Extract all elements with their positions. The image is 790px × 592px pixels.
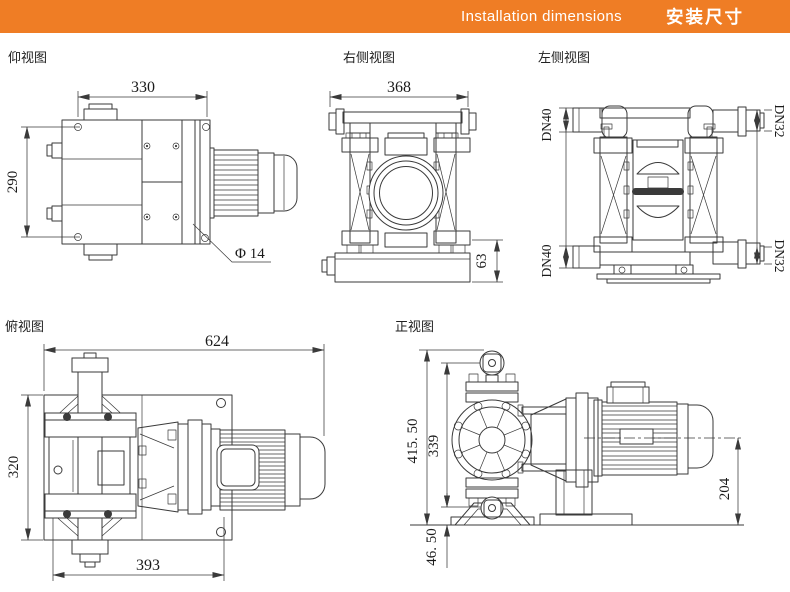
view-top-label: 俯视图 bbox=[5, 319, 44, 334]
view-right-side-label: 右侧视图 bbox=[343, 50, 395, 65]
header-title-en: Installation dimensions bbox=[461, 8, 622, 25]
dim-46-50: 46. 50 bbox=[424, 493, 450, 568]
view-front-label: 正视图 bbox=[395, 319, 434, 334]
top-pump bbox=[45, 353, 136, 567]
dim-63-value: 63 bbox=[474, 254, 490, 269]
dim-368: 368 bbox=[329, 79, 469, 107]
dim-dn32-bottom-value: DN32 bbox=[772, 240, 787, 273]
dim-624: 624 bbox=[43, 333, 325, 436]
dim-339-value: 339 bbox=[426, 435, 442, 458]
front-motor bbox=[584, 382, 744, 476]
front-clamp bbox=[518, 393, 598, 487]
top-bracket-and-flange bbox=[138, 420, 220, 514]
dim-dn32-bottom: DN32 bbox=[754, 240, 787, 273]
dim-393-value: 393 bbox=[136, 557, 160, 574]
dim-dn32-top-value: DN32 bbox=[772, 105, 787, 138]
dim-320-value: 320 bbox=[6, 456, 22, 479]
dim-320: 320 bbox=[6, 394, 43, 541]
bottom-pump-body bbox=[47, 104, 210, 260]
bottom-motor bbox=[210, 148, 297, 218]
dim-63: 63 bbox=[472, 239, 503, 283]
lside-pump bbox=[573, 106, 764, 283]
dim-phi14-value: Φ 14 bbox=[235, 246, 265, 262]
view-top: 俯视图 624 320 393 bbox=[5, 319, 325, 581]
front-pedestal bbox=[540, 470, 632, 525]
view-right-side: 右侧视图 368 bbox=[322, 50, 503, 283]
view-left-side: 左侧视图 bbox=[538, 50, 787, 283]
dim-368-value: 368 bbox=[387, 79, 411, 96]
header-title-zh: 安装尺寸 bbox=[666, 7, 744, 27]
dim-204-value: 204 bbox=[717, 477, 733, 500]
dim-393: 393 bbox=[52, 517, 225, 581]
rside-pump bbox=[322, 109, 476, 282]
dim-dn32-top: DN32 bbox=[754, 105, 787, 248]
dim-dn40-bottom: DN40 bbox=[539, 244, 573, 278]
view-front: 正视图 bbox=[395, 319, 744, 568]
dim-415-50: 415. 50 bbox=[405, 349, 484, 526]
dim-624-value: 624 bbox=[205, 333, 229, 350]
dim-dn40-top: DN40 bbox=[539, 107, 573, 246]
callout-phi14: Φ 14 bbox=[193, 224, 271, 262]
dim-290-value: 290 bbox=[5, 171, 21, 194]
dim-415-50-value: 415. 50 bbox=[405, 419, 421, 464]
view-bottom-label: 仰视图 bbox=[8, 50, 47, 65]
dim-290: 290 bbox=[5, 126, 80, 238]
dim-46-50-value: 46. 50 bbox=[424, 528, 440, 566]
view-bottom: 仰视图 330 290 bbox=[5, 50, 297, 262]
view-left-side-label: 左侧视图 bbox=[538, 50, 590, 65]
dim-dn40-top-value: DN40 bbox=[539, 108, 554, 141]
dim-339: 339 bbox=[426, 362, 481, 508]
header-bar: Installation dimensions 安装尺寸 bbox=[0, 0, 790, 33]
top-motor bbox=[217, 430, 325, 510]
dim-330: 330 bbox=[77, 79, 208, 117]
dim-204: 204 bbox=[717, 437, 741, 526]
dim-dn40-bottom-value: DN40 bbox=[539, 244, 554, 277]
dim-330-value: 330 bbox=[131, 79, 155, 96]
